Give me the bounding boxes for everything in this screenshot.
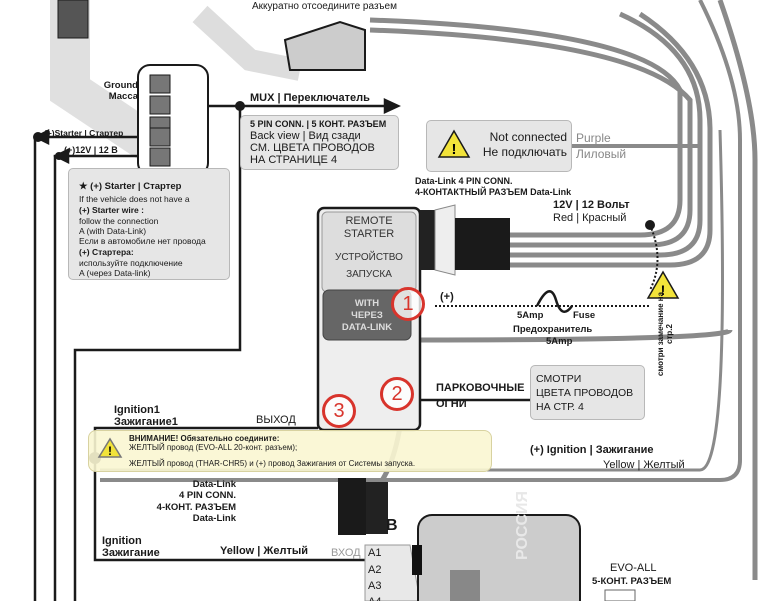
power-color: Red | Красный — [553, 212, 627, 224]
ground-label-ru: Масса — [108, 91, 138, 102]
v12-label: (+)12V | 12 В — [64, 145, 118, 155]
warning-l3: ЖЕЛТЫЙ провод (THAR-CHR5) и (+) провод З… — [129, 459, 416, 468]
note-line: (+) Стартера: — [79, 247, 134, 257]
starter-note-box: ★ (+) Starter | Стартер If the vehicle d… — [68, 168, 230, 280]
datalink-bottom-l1: Data-Link — [192, 479, 236, 490]
note-line: A (через Data-link) — [79, 268, 151, 278]
svg-text:!: ! — [108, 444, 112, 458]
ignition-l1: Ignition — [102, 535, 142, 547]
five-pin-info-box: 5 PIN CONN. | 5 КОНТ. РАЗЪЕМ Back view |… — [240, 115, 399, 170]
five-pin-l3: СМ. ЦВЕТА ПРОВОДОВ — [250, 142, 375, 154]
ignition1-l1: Ignition1 — [114, 404, 160, 416]
output-label: ВЫХОД — [256, 414, 296, 426]
top-note: Аккуратно отсоедините разъем — [250, 1, 399, 12]
datalink-top-l1: Data-Link 4 PIN CONN. — [415, 176, 513, 186]
note-line: follow the connection — [79, 216, 159, 226]
datalink-top-l2: 4-КОНТАКТНЫЙ РАЗЪЕМ Data-Link — [415, 187, 572, 197]
warning-icon: ! — [97, 437, 123, 458]
ground-label-en: Ground — [103, 80, 138, 91]
with-l3: DATA-LINK — [341, 322, 393, 333]
wire-bundle — [100, 0, 758, 580]
pin-a4: A4 — [368, 596, 381, 601]
ignition-right-l1: (+) Ignition | Зажигание — [530, 444, 654, 456]
note-line: Если в автомобиле нет провода — [79, 236, 206, 246]
fuse-amp: 5Amp — [517, 310, 544, 321]
warning-triangle: ! — [437, 129, 471, 158]
datalink-bottom-l2: 4 PIN CONN. — [178, 490, 236, 501]
fuse-label: Fuse — [573, 310, 596, 321]
datalink-connector-bottom — [338, 478, 366, 535]
warning-triangle-side: ! — [646, 270, 680, 299]
starter-label: (+)Starter | Стартер — [44, 128, 124, 138]
pin-a1: A1 — [368, 547, 382, 559]
note-line: ★ (+) Starter | Стартер — [79, 181, 182, 192]
not-connected-box: ! Not connected Не подключать — [426, 120, 572, 172]
fuse-icon — [535, 290, 574, 313]
five-pin-l2: Back view | Вид сзади — [250, 130, 361, 142]
ignition-l2: Зажигание — [102, 547, 160, 559]
input-label: ВХОД — [331, 547, 361, 559]
see-colors-l1: СМОТРИ — [536, 373, 582, 385]
mux-label: MUX | Переключатель — [250, 92, 370, 104]
pin-a2: A2 — [368, 564, 382, 576]
plus-label: (+) — [440, 291, 454, 303]
purple-label: Purple — [576, 131, 611, 145]
not-connected-en: Not connected — [489, 130, 567, 144]
see-colors-l3: НА СТР. 4 — [536, 401, 584, 413]
fuse-wire — [435, 224, 659, 307]
with-l1: WITH — [354, 298, 380, 309]
pin-a3: A3 — [368, 580, 382, 592]
see-colors-box: СМОТРИ ЦВЕТА ПРОВОДОВ НА СТР. 4 — [530, 365, 645, 420]
power-label: 12V | 12 Вольт — [553, 199, 630, 211]
note-line: используйте подключение — [79, 258, 183, 268]
note-line: A (with Data-Link) — [79, 226, 147, 236]
remote-starter-l3: УСТРОЙСТВО — [335, 252, 403, 263]
plug-icon — [57, 0, 89, 39]
warning-l2: ЖЕЛТЫЙ провод (EVO-ALL 20-конт. разъем); — [129, 443, 298, 452]
purple-label-ru: Лиловый — [576, 147, 627, 161]
marker-3: 3 — [322, 394, 356, 428]
svg-text:!: ! — [661, 282, 666, 298]
marker-1: 1 — [391, 287, 425, 321]
harness-plug-icon — [283, 20, 366, 71]
note-line: (+) Starter wire : — [79, 205, 144, 215]
parking-l1: ПАРКОВОЧНЫЕ — [436, 382, 525, 394]
remote-starter-l1: REMOTE — [345, 215, 393, 227]
five-pin-connector — [137, 64, 209, 176]
harness-shadow — [192, 5, 303, 81]
evo-label: EVO-ALL — [610, 562, 657, 574]
evo-brand: РОССИЯ — [514, 490, 531, 560]
connector-b-label: B — [386, 517, 398, 534]
five-pin-l4: НА СТРАНИЦЕ 4 — [250, 154, 338, 166]
remote-starter-l4: ЗАПУСКА — [346, 269, 392, 280]
with-l2: ЧЕРЕЗ — [351, 310, 383, 321]
fuse-ru: Предохранитель — [513, 324, 593, 335]
datalink-bottom-l3: 4-КОНТ. РАЗЪЕМ — [156, 502, 236, 513]
five-pin-l1: 5 PIN CONN. | 5 КОНТ. РАЗЪЕМ — [250, 119, 387, 129]
warning-box: ! ВНИМАНИЕ! Обязательно соедините: ЖЕЛТЫ… — [88, 430, 492, 472]
svg-text:!: ! — [452, 141, 457, 158]
ignition-color: Yellow | Желтый — [220, 545, 309, 557]
note-line: If the vehicle does not have a — [79, 194, 190, 204]
fuse-amp-2: 5Amp — [546, 336, 573, 347]
evo-all-module — [417, 514, 581, 601]
ignition1-l2: Зажигание1 — [114, 416, 178, 428]
ignition-right-l2: Yellow | Желтый — [603, 459, 685, 471]
see-colors-l2: ЦВЕТА ПРОВОДОВ — [536, 387, 634, 399]
evo-connector-label: 5-КОНТ. РАЗЪЕМ — [592, 576, 672, 587]
datalink-connector-top — [455, 218, 510, 270]
warning-l1: ВНИМАНИЕ! Обязательно соедините: — [129, 434, 280, 443]
not-connected-ru: Не подключать — [482, 145, 567, 159]
parking-l2: ОГНИ — [436, 398, 467, 410]
datalink-bottom-l4: Data-Link — [192, 513, 236, 524]
marker-2: 2 — [380, 377, 414, 411]
remote-starter-l2: STARTER — [343, 228, 395, 240]
side-note: смотри замечание на стр.2 — [656, 291, 674, 377]
